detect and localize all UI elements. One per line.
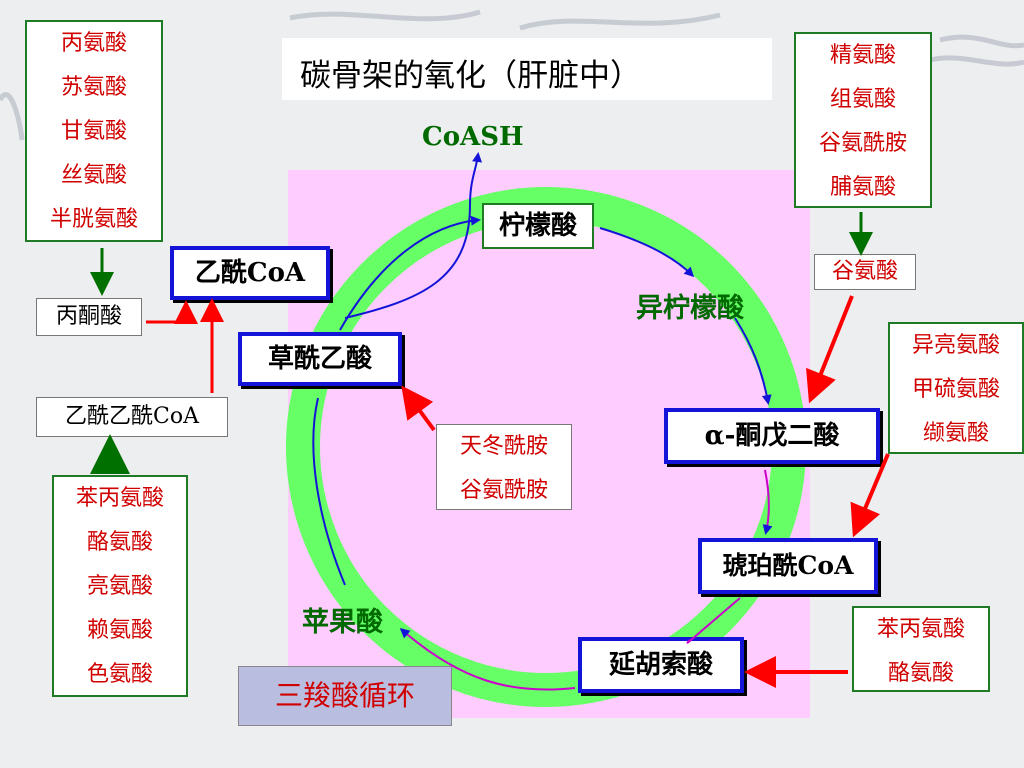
succinyl-coa-box: 琥珀酰CoA <box>698 538 878 594</box>
amino-acid: 缬氨酸 <box>922 421 989 446</box>
oxaloacetate-label: 草酰乙酸 <box>267 344 372 374</box>
glutamate-label: 谷氨酸 <box>831 259 898 284</box>
acetoacetyl-amino-acids-box: 苯丙氨酸 酪氨酸 亮氨酸 赖氨酸 色氨酸 <box>52 475 188 697</box>
malate-label: 苹果酸 <box>302 607 383 638</box>
succinyl-amino-acids-box: 异亮氨酸 甲硫氨酸 缬氨酸 <box>888 322 1024 454</box>
amino-acid: 天冬酰胺 <box>459 434 548 459</box>
page-title: 碳骨架的氧化（肝脏中） <box>300 58 641 94</box>
amino-acid: 精氨酸 <box>829 43 896 68</box>
amino-acid: 半胱氨酸 <box>49 207 138 232</box>
amino-acid: 甲硫氨酸 <box>911 377 1000 402</box>
akg-label: α-酮戊二酸 <box>704 421 840 451</box>
amino-acid: 酪氨酸 <box>887 661 954 686</box>
pyruvate-label: 丙酮酸 <box>55 304 122 329</box>
pyruvate-amino-acids-box: 丙氨酸 苏氨酸 甘氨酸 丝氨酸 半胱氨酸 <box>25 20 163 242</box>
glutamate-amino-acids-box: 精氨酸 组氨酸 谷氨酰胺 脯氨酸 <box>794 32 932 208</box>
fumarate-label: 延胡索酸 <box>608 650 713 680</box>
acetoacetyl-coa-box: 乙酰乙酰CoA <box>36 397 228 437</box>
tca-cycle-label: 三羧酸循环 <box>274 679 415 712</box>
amino-acid: 丝氨酸 <box>60 163 127 188</box>
isocitrate-label: 异柠檬酸 <box>636 293 744 324</box>
oxaloacetate-box: 草酰乙酸 <box>238 332 402 386</box>
amino-acid: 赖氨酸 <box>86 618 153 643</box>
amino-acid: 谷氨酰胺 <box>818 131 907 156</box>
amino-acid: 脯氨酸 <box>829 175 896 200</box>
amino-acid: 色氨酸 <box>86 662 153 687</box>
amino-acid: 亮氨酸 <box>86 574 153 599</box>
amino-acid: 组氨酸 <box>829 87 896 112</box>
coash-label: CoASH <box>422 122 524 152</box>
pyruvate-box: 丙酮酸 <box>36 298 142 336</box>
amino-acid: 苯丙氨酸 <box>75 486 164 511</box>
acetyl-coa-label: 乙酰CoA <box>194 258 306 288</box>
succinyl-coa-label: 琥珀酰CoA <box>722 551 854 580</box>
tca-cycle-label-box: 三羧酸循环 <box>238 666 452 726</box>
acetoacetyl-coa-label: 乙酰乙酰CoA <box>65 404 199 429</box>
citrate-box: 柠檬酸 <box>482 203 594 249</box>
amino-acid: 苯丙氨酸 <box>876 617 965 642</box>
fumarate-amino-acids-box: 苯丙氨酸 酪氨酸 <box>852 606 990 692</box>
akg-box: α-酮戊二酸 <box>664 408 880 464</box>
title-bg <box>282 38 772 100</box>
amino-acid: 丙氨酸 <box>60 31 127 56</box>
oxaloacetate-amino-acids-box: 天冬酰胺 谷氨酰胺 <box>436 424 572 510</box>
citrate-label: 柠檬酸 <box>498 211 577 241</box>
acetyl-coa-box: 乙酰CoA <box>170 246 330 300</box>
amino-acid: 苏氨酸 <box>60 75 127 100</box>
amino-acid: 甘氨酸 <box>60 119 127 144</box>
amino-acid: 酪氨酸 <box>86 530 153 555</box>
glutamate-box: 谷氨酸 <box>814 254 916 290</box>
amino-acid: 异亮氨酸 <box>911 333 1000 358</box>
fumarate-box: 延胡索酸 <box>578 637 744 693</box>
amino-acid: 谷氨酰胺 <box>459 478 548 503</box>
